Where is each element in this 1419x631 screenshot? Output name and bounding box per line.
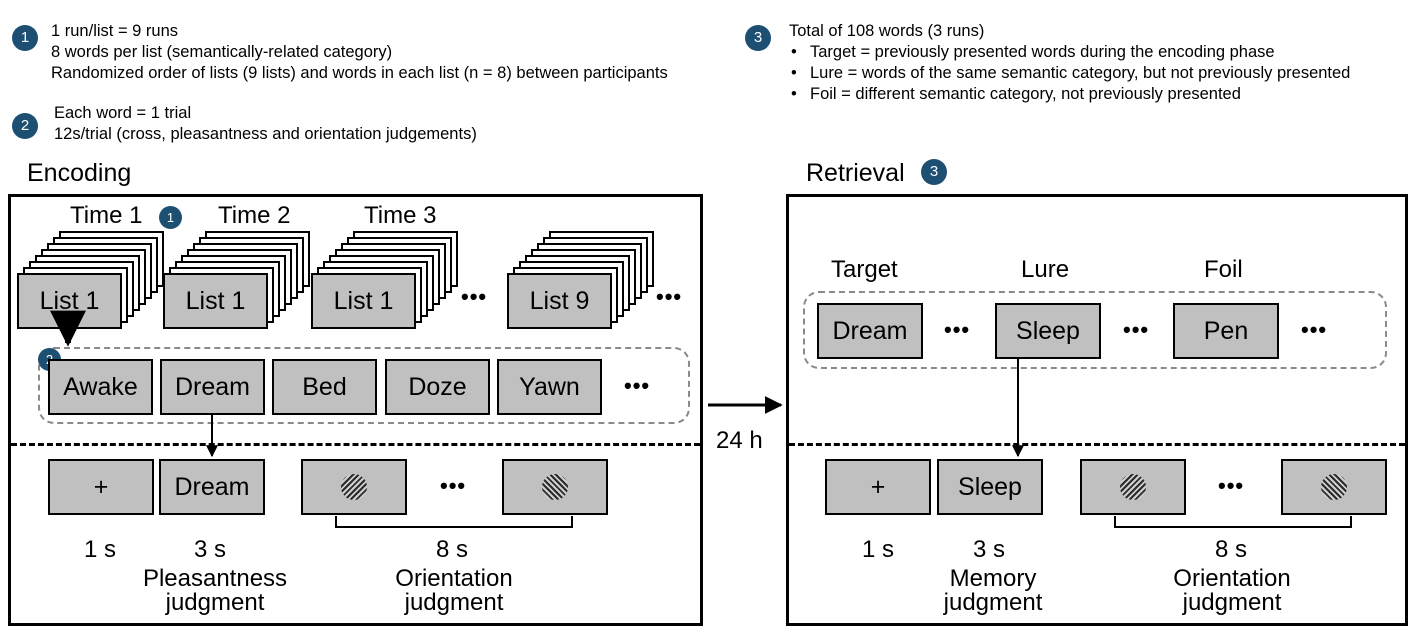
orientation-bracket	[335, 516, 573, 528]
timing-label: 1 s	[84, 536, 117, 563]
list-stack: List 1	[163, 231, 313, 331]
word-box: Awake	[48, 359, 153, 415]
time-label: Time 1	[70, 202, 143, 229]
encoding-panel	[8, 194, 703, 626]
note-1-line: 8 words per list (semantically-related c…	[51, 43, 393, 61]
note-3-text: Total of 108 words (3 runs) Target = pre…	[789, 21, 1350, 105]
foil-word-box: Pen	[1173, 303, 1279, 359]
memory-judgment-label: Memory judgment	[944, 567, 1043, 615]
target-word-box: Dream	[817, 303, 923, 359]
list-stack: List 9	[507, 231, 657, 331]
word-ellipsis: •••	[624, 373, 651, 398]
grating-icon	[1120, 474, 1146, 500]
judgment-line: Orientation	[1173, 565, 1291, 592]
orientation-box	[502, 459, 608, 515]
orientation-bracket	[1114, 516, 1352, 528]
note-2-line: 12s/trial (cross, pleasantness and orien…	[54, 125, 477, 143]
encoding-words-region	[38, 347, 690, 424]
trial-word-box: Dream	[159, 459, 265, 515]
timing-label: 8 s	[1215, 536, 1248, 563]
encoding-divider	[11, 443, 700, 446]
note-1-line: Randomized order of lists (9 lists) and …	[51, 64, 668, 82]
time-label: Time 3	[364, 202, 437, 229]
note-3-bullet: Target = previously presented words duri…	[789, 42, 1350, 63]
judgment-line: judgment	[943, 589, 1043, 616]
judgment-line: judgment	[1182, 589, 1282, 616]
trial-ellipsis: •••	[1218, 473, 1245, 498]
judgment-line: judgment	[165, 589, 265, 616]
note-2-line: Each word = 1 trial	[54, 104, 192, 122]
note-2-text: Each word = 1 trial 12s/trial (cross, pl…	[54, 103, 477, 145]
note-2-badge: 2	[12, 113, 38, 139]
orientation-judgment-label: Orientation judgment	[1173, 567, 1290, 615]
foil-header: Foil	[1204, 256, 1243, 283]
note-3-bullets: Target = previously presented words duri…	[789, 42, 1350, 105]
judgment-line: Memory	[949, 565, 1037, 592]
encoding-title: Encoding	[27, 159, 132, 187]
list-ellipsis: •••	[656, 284, 683, 309]
judgment-line: Pleasantness	[142, 565, 288, 592]
trial-ellipsis: •••	[440, 473, 467, 498]
retrieval-ellipsis: •••	[1301, 317, 1328, 342]
orientation-box	[1281, 459, 1387, 515]
retrieval-title: Retrieval	[806, 159, 905, 187]
delay-label: 24 h	[716, 427, 763, 454]
word-box: Doze	[385, 359, 490, 415]
timing-label: 3 s	[973, 536, 1006, 563]
list-card: List 1	[17, 273, 122, 329]
cross-box: +	[48, 459, 154, 515]
retrieval-panel	[786, 194, 1408, 626]
word-box: Yawn	[497, 359, 602, 415]
lure-header: Lure	[1021, 256, 1070, 283]
trial-word-box: Sleep	[937, 459, 1043, 515]
retrieval-ellipsis: •••	[944, 317, 971, 342]
list-card: List 1	[311, 273, 416, 329]
orientation-box	[1080, 459, 1186, 515]
time-1-badge: 1	[159, 206, 182, 229]
word-box: Dream	[160, 359, 265, 415]
judgment-line: judgment	[404, 589, 504, 616]
orientation-box	[301, 459, 407, 515]
retrieval-divider	[789, 443, 1405, 446]
note-3-bullet: Foil = different semantic category, not …	[789, 84, 1350, 105]
grating-icon	[341, 474, 367, 500]
note-3-badge: 3	[745, 25, 771, 51]
pleasantness-judgment-label: Pleasantness judgment	[143, 567, 287, 615]
retrieval-badge: 3	[921, 159, 947, 185]
list-stack: List 1	[17, 231, 167, 331]
list-card: List 9	[507, 273, 612, 329]
note-3-bullet: Lure = words of the same semantic catego…	[789, 63, 1350, 84]
cross-box: +	[825, 459, 931, 515]
list-card: List 1	[163, 273, 268, 329]
judgment-line: Orientation	[395, 565, 513, 592]
note-3-title: Total of 108 words (3 runs)	[789, 22, 985, 40]
retrieval-ellipsis: •••	[1123, 317, 1150, 342]
retrieval-words-region	[803, 291, 1387, 369]
list-ellipsis: •••	[461, 284, 488, 309]
timing-label: 8 s	[436, 536, 469, 563]
word-box: Bed	[272, 359, 377, 415]
note-1-badge: 1	[12, 25, 38, 51]
note-1-line: 1 run/list = 9 runs	[51, 22, 179, 40]
orientation-judgment-label: Orientation judgment	[395, 567, 512, 615]
target-header: Target	[831, 256, 898, 283]
timing-label: 1 s	[862, 536, 895, 563]
note-1-text: 1 run/list = 9 runs 8 words per list (se…	[51, 21, 668, 84]
lure-word-box: Sleep	[995, 303, 1101, 359]
timing-label: 3 s	[194, 536, 227, 563]
time-label: Time 2	[218, 202, 291, 229]
list-stack: List 1	[311, 231, 461, 331]
